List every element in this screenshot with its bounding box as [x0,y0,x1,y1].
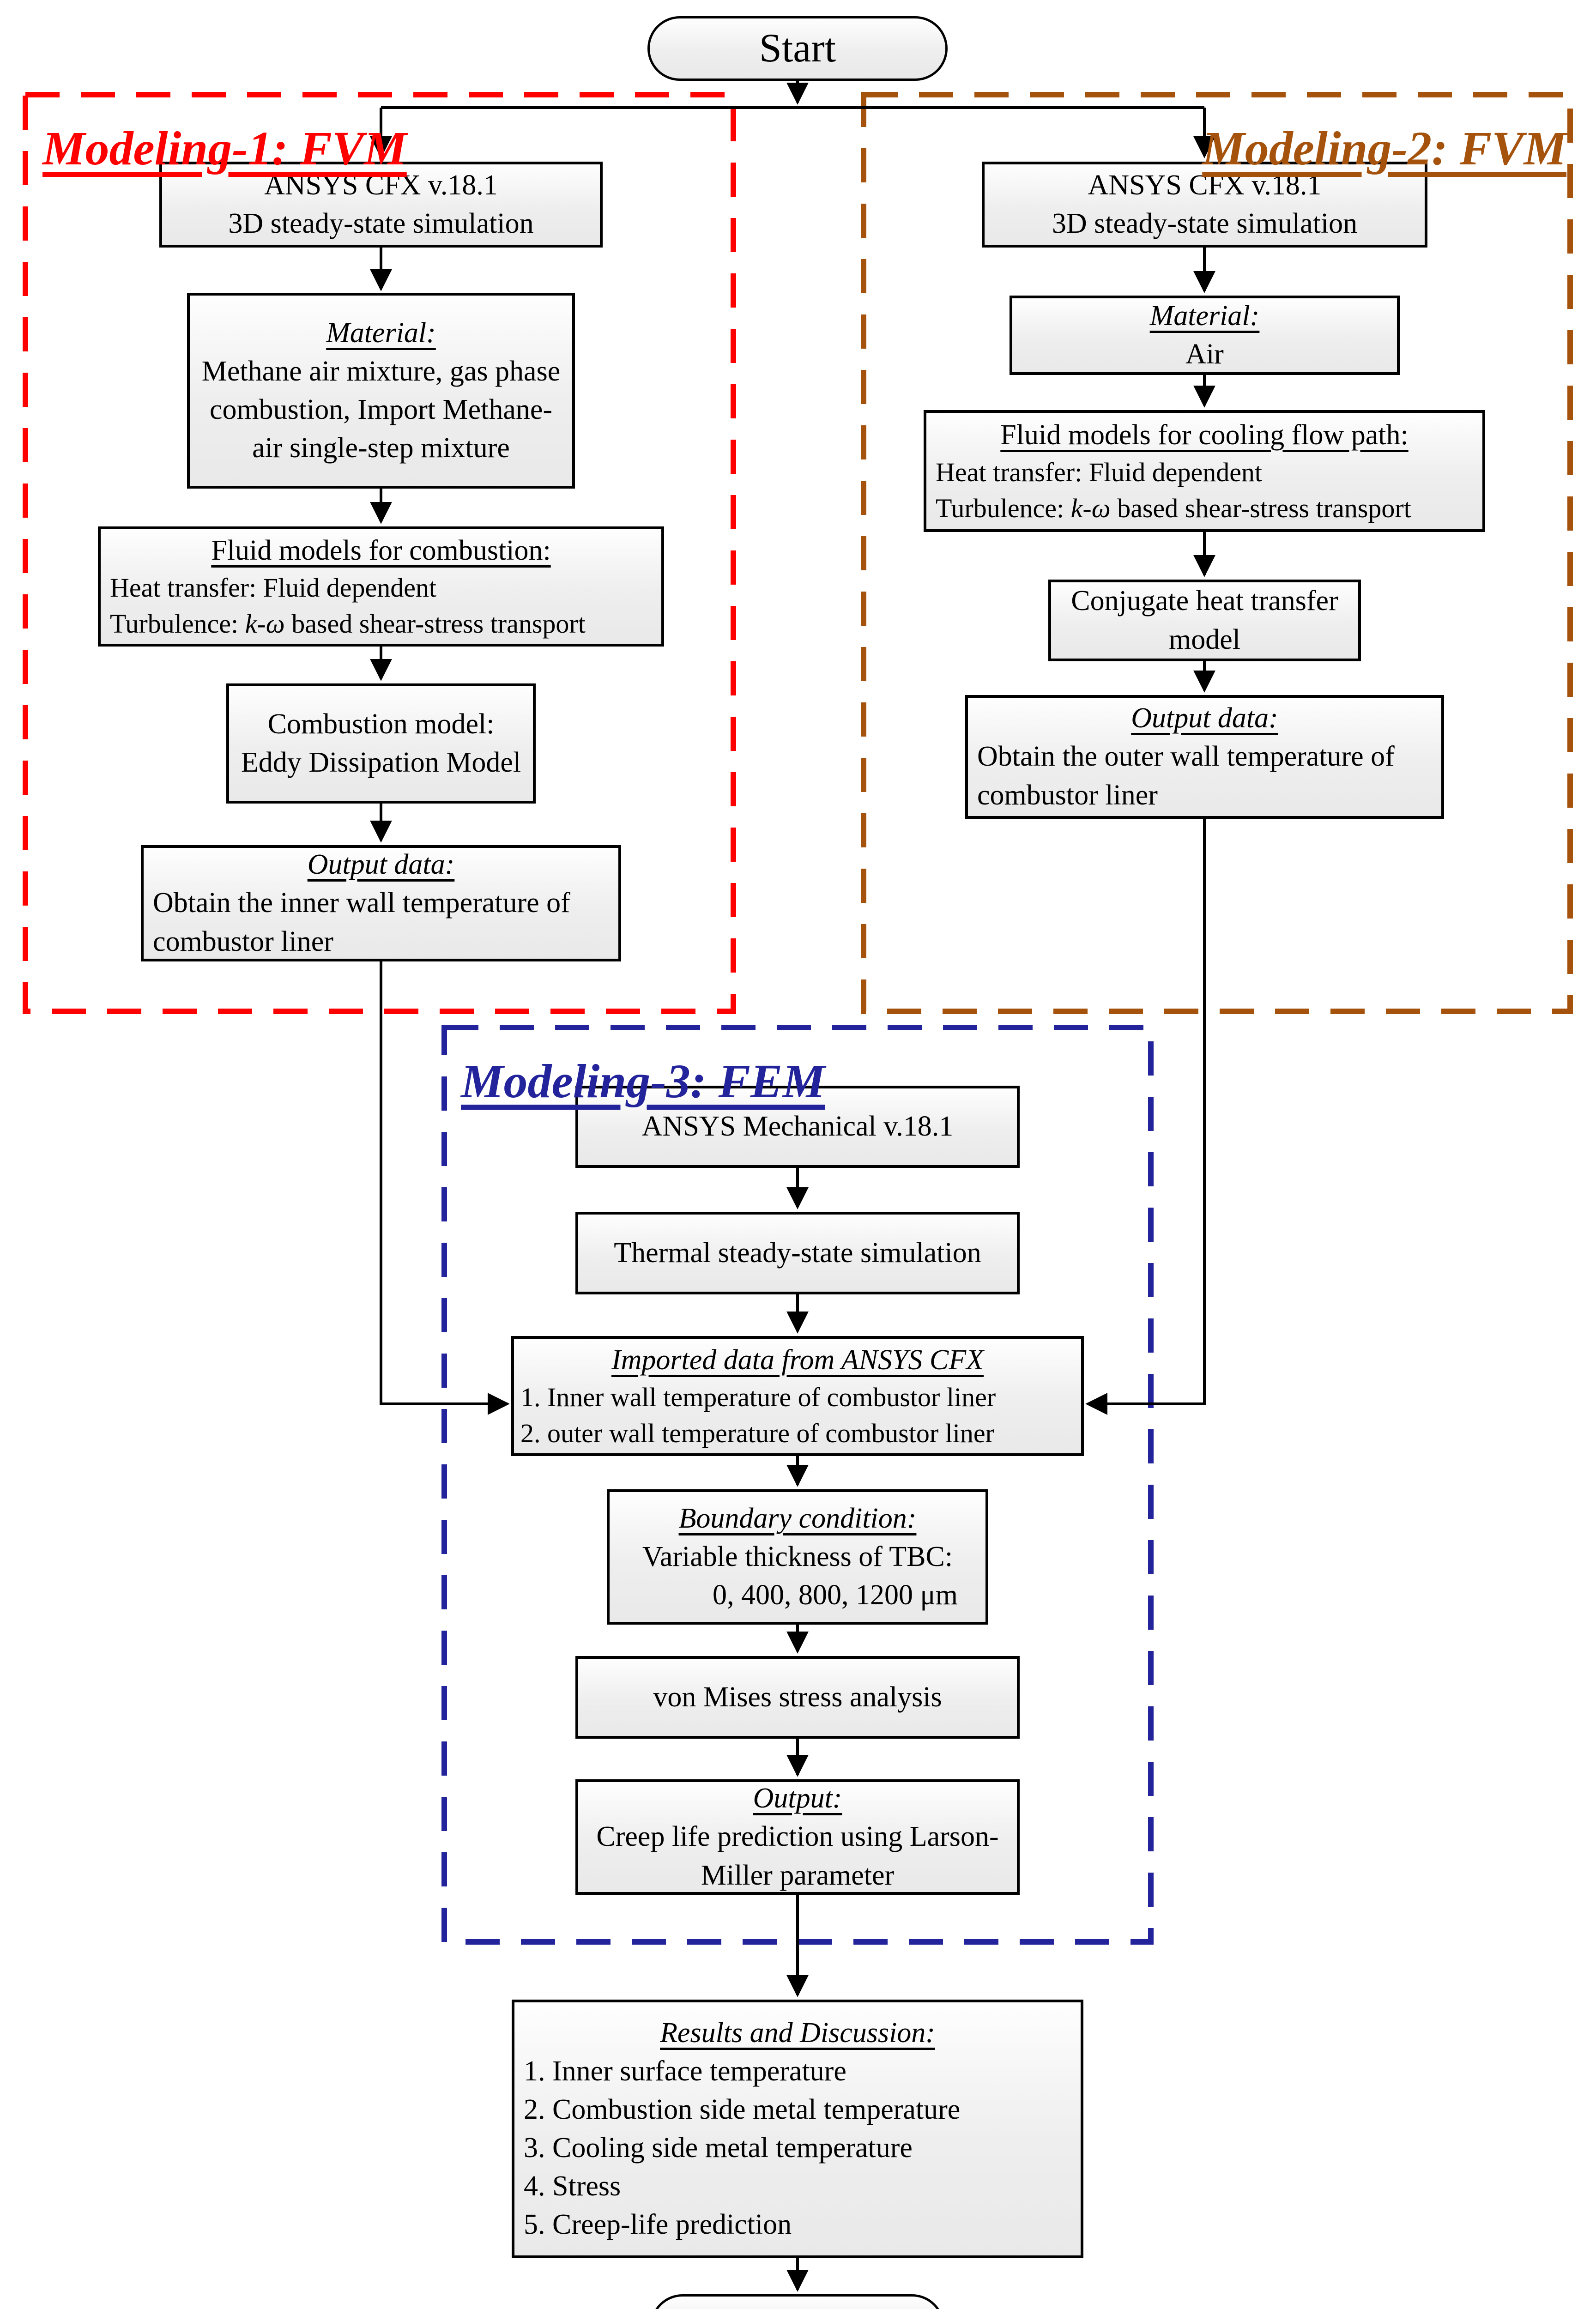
end-label: End [765,2299,830,2309]
node-line: 3D steady-state simulation [1052,208,1358,239]
node-body: Creep life prediction using Larson-Mille… [596,1821,999,1891]
node-title: Fluid models for cooling flow path: [1000,419,1409,451]
node-body: Combustion model: Eddy Dissipation Model [241,708,521,778]
m3-imported-data-node: Imported data from ANSYS CFX 1. Inner wa… [511,1336,1084,1456]
node-body: Obtain the inner wall temperature of com… [153,887,570,957]
m3-boundary-condition-node: Boundary condition: Variable thickness o… [607,1489,988,1625]
node-line: ANSYS Mechanical v.18.1 [641,1111,954,1142]
m2-fluid-models-node: Fluid models for cooling flow path: Heat… [924,410,1485,532]
node-line: Turbulence: k-ω based shear-stress trans… [936,490,1473,526]
node-title: Material: [326,317,436,349]
start-terminal: Start [647,16,948,81]
m3-solver-node: ANSYS Mechanical v.18.1 [575,1086,1020,1168]
node-line: ANSYS CFX v.18.1 [1088,169,1322,201]
node-body: Obtain the outer wall temperature of com… [977,741,1395,811]
modeling3-group-border [441,1025,1154,1945]
k-omega-symbol: k-ω [245,608,285,639]
modeling1-group-border [23,92,736,1014]
node-line: Thermal steady-state simulation [614,1237,981,1269]
modeling3-group-label: Modeling-3: FEM [461,1055,825,1108]
node-line: Variable thickness of TBC: [642,1541,953,1572]
node-line: 1. Inner wall temperature of combustor l… [520,1382,996,1412]
node-title: Imported data from ANSYS CFX [611,1344,984,1376]
node-line: Turbulence: k-ω based shear-stress trans… [110,606,652,642]
node-body: Methane air mixture, gas phase combustio… [201,355,561,464]
node-title: Output data: [307,849,455,881]
m1-output-node: Output data: Obtain the inner wall tempe… [141,845,621,961]
m1-solver-node: ANSYS CFX v.18.1 3D steady-state simulat… [159,162,603,248]
m2-cht-node: Conjugate heat transfer model [1048,580,1361,661]
node-line: von Mises stress analysis [653,1681,942,1713]
results-item: 1. Inner surface temperature [524,2055,846,2087]
arrow-m2-output-to-imported [1085,819,1206,1415]
modeling1-group-label: Modeling-1: FVM [42,122,407,175]
node-line: Heat transfer: Fluid dependent [110,572,437,603]
modeling2-group-label: Modeling-2: FVM [1202,122,1566,175]
node-title: Output: [753,1783,842,1814]
m3-von-mises-node: von Mises stress analysis [575,1656,1020,1739]
m2-solver-node: ANSYS CFX v.18.1 3D steady-state simulat… [982,162,1427,248]
results-item: 3. Cooling side metal temperature [524,2132,913,2164]
results-item: 2. Combustion side metal temperature [524,2093,961,2125]
m1-fluid-models-node: Fluid models for combustion: Heat transf… [98,526,664,647]
turbulence-suffix: based shear-stress transport [1110,493,1411,523]
node-body: Conjugate heat transfer model [1071,585,1338,655]
turbulence-suffix: based shear-stress transport [284,608,586,639]
node-line: ANSYS CFX v.18.1 [264,169,498,201]
node-title: Output data: [1131,702,1278,734]
end-terminal: End [650,2294,944,2309]
node-line: 2. outer wall temperature of combustor l… [520,1418,994,1448]
arrow-m1-output-to-imported [380,961,510,1415]
m3-output-node: Output: Creep life prediction using Lars… [575,1779,1020,1895]
m3-thermal-node: Thermal steady-state simulation [575,1212,1020,1294]
node-title: Material: [1149,300,1260,332]
m1-combustion-model-node: Combustion model: Eddy Dissipation Model [226,683,536,804]
m2-material-node: Material: Air [1010,296,1400,375]
start-label: Start [759,26,836,71]
node-line: Heat transfer: Fluid dependent [936,457,1263,487]
node-title: Boundary condition: [678,1502,917,1534]
results-node: Results and Discussion: 1. Inner surface… [512,2000,1083,2258]
turbulence-prefix: Turbulence: [936,493,1071,523]
k-omega-symbol: k-ω [1070,493,1111,523]
modeling2-group-border [861,92,1573,1014]
node-title: Fluid models for combustion: [211,534,551,566]
results-item: 4. Stress [524,2170,621,2202]
results-item: 5. Creep-life prediction [524,2209,792,2241]
turbulence-prefix: Turbulence: [110,608,245,639]
m2-output-node: Output data: Obtain the outer wall tempe… [965,695,1444,819]
node-title: Results and Discussion: [660,2017,935,2049]
node-line: 0, 400, 800, 1200 μm [713,1579,958,1611]
node-body: Air [1185,338,1224,370]
m1-material-node: Material: Methane air mixture, gas phase… [187,293,575,489]
node-line: 3D steady-state simulation [228,208,534,239]
